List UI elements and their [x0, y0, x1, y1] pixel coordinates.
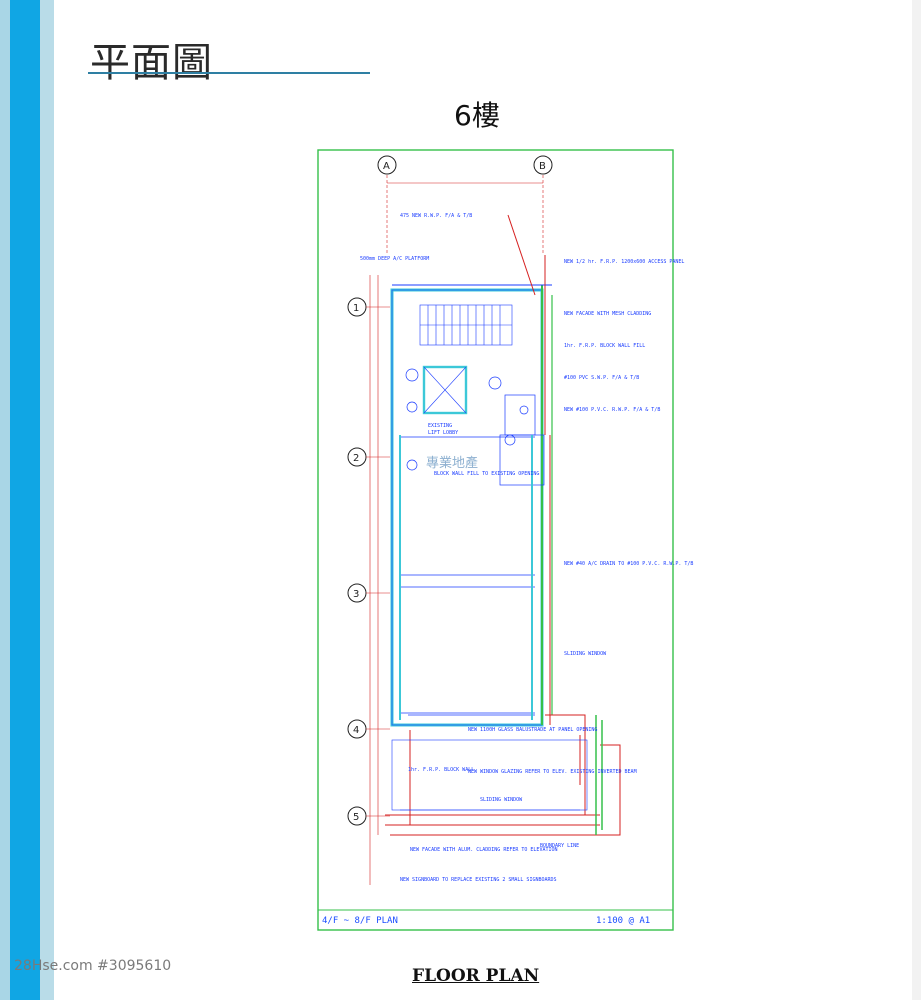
- svg-text:B: B: [539, 161, 546, 172]
- grid-bubble-5: 5: [347, 806, 367, 826]
- svg-text:500mm DEEP A/C PLATFORM: 500mm DEEP A/C PLATFORM: [360, 256, 429, 262]
- sheet-scale: 1:100 @ A1: [596, 916, 650, 926]
- building-outline: [390, 284, 553, 727]
- page-title: 平面圖: [90, 40, 213, 86]
- svg-text:1hr. F.R.P. BLOCK WALL: 1hr. F.R.P. BLOCK WALL: [408, 767, 474, 773]
- grid-bubble-2: 2: [347, 447, 367, 467]
- title-underline: [88, 72, 370, 74]
- svg-text:3: 3: [353, 589, 359, 600]
- svg-text:475 NEW R.W.P. F/A & T/B: 475 NEW R.W.P. F/A & T/B: [400, 213, 472, 219]
- svg-text:SLIDING WINDOW: SLIDING WINDOW: [564, 651, 607, 657]
- side-stripe-blue: [10, 0, 40, 1000]
- svg-text:2: 2: [353, 453, 359, 464]
- lobby-label: EXISTING: [428, 423, 452, 429]
- svg-text:5: 5: [353, 812, 359, 823]
- svg-text:NEW #40 A/C DRAIN TO #100 P.V.: NEW #40 A/C DRAIN TO #100 P.V.C. R.W.P. …: [564, 561, 693, 567]
- page-edge: [912, 0, 921, 1000]
- service-lines: [385, 214, 621, 836]
- svg-text:BLOCK WALL FILL TO EXISTING OP: BLOCK WALL FILL TO EXISTING OPENING: [434, 471, 539, 477]
- svg-text:NEW #100 P.V.C. R.W.P. F/A & T: NEW #100 P.V.C. R.W.P. F/A & T/B: [564, 407, 660, 413]
- svg-text:1: 1: [353, 303, 359, 314]
- sheet-title: 4/F ~ 8/F PLAN: [322, 916, 398, 926]
- svg-text:1hr. F.R.P. BLOCK WALL FILL: 1hr. F.R.P. BLOCK WALL FILL: [564, 343, 645, 349]
- grid-bubble-b: B: [533, 155, 553, 175]
- floor-label: 6樓: [454, 99, 500, 132]
- lift-shaft: EXISTING LIFT LOBBY: [422, 365, 468, 436]
- fixtures: [405, 368, 529, 471]
- svg-text:A: A: [383, 161, 390, 172]
- svg-text:NEW FACADE WITH MESH CLADDING: NEW FACADE WITH MESH CLADDING: [564, 311, 651, 317]
- svg-text:NEW SIGNBOARD TO REPLACE EXIST: NEW SIGNBOARD TO REPLACE EXISTING 2 SMAL…: [400, 877, 557, 883]
- svg-text:NEW 1100H GLASS BALUSTRADE AT: NEW 1100H GLASS BALUSTRADE AT PANEL OPEN…: [468, 727, 597, 733]
- svg-text:4: 4: [353, 725, 359, 736]
- svg-text:SLIDING WINDOW: SLIDING WINDOW: [480, 797, 523, 803]
- floor-plan-drawing: 4/F ~ 8/F PLAN 1:100 @ A1 A B 1 2 3 4 5: [317, 149, 693, 931]
- sheet-border: [317, 149, 674, 931]
- svg-text:NEW WINDOW GLAZING REFER TO EL: NEW WINDOW GLAZING REFER TO ELEV. EXISTI…: [468, 769, 637, 775]
- svg-text:NEW FACADE WITH ALUM. CLADDING: NEW FACADE WITH ALUM. CLADDING REFER TO …: [410, 847, 558, 853]
- listing-id: 28Hse.com #3095610: [14, 958, 172, 974]
- grid-bubble-a: A: [377, 155, 397, 175]
- grid-bubble-1: 1: [347, 297, 367, 317]
- watermark: 專業地產: [426, 456, 479, 471]
- floor-plan-caption: FLOOR PLAN: [412, 966, 540, 986]
- svg-text:LIFT LOBBY: LIFT LOBBY: [428, 430, 458, 436]
- svg-text:BOUNDARY LINE: BOUNDARY LINE: [540, 843, 579, 849]
- side-stripe-light: [0, 0, 10, 1000]
- grid-bubble-3: 3: [347, 583, 367, 603]
- svg-text:#100 PVC S.W.P. F/A & T/B: #100 PVC S.W.P. F/A & T/B: [564, 375, 639, 381]
- grid-bubble-4: 4: [347, 719, 367, 739]
- svg-text:NEW 1/2 hr. F.R.P. 1200x600 AC: NEW 1/2 hr. F.R.P. 1200x600 ACCESS PANEL: [564, 259, 684, 265]
- staircase: [419, 304, 513, 346]
- side-stripe-pale: [40, 0, 54, 1000]
